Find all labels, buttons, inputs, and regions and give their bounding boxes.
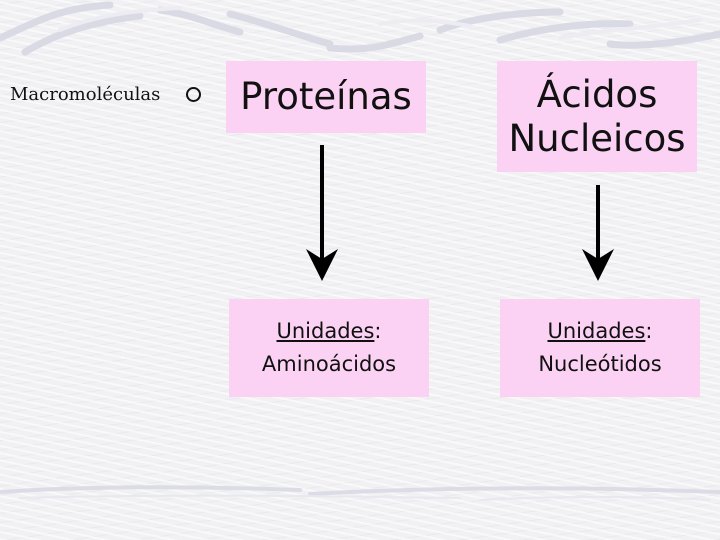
proteins-title-box: Proteínas xyxy=(226,61,426,133)
proteins-units-heading: Unidades: xyxy=(277,315,382,348)
proteins-units-box: Unidades: Aminoácidos xyxy=(229,299,429,397)
nucleic-acids-down-arrow xyxy=(582,185,614,281)
nucleic-acids-units-box: Unidades: Nucleótidos xyxy=(500,299,700,397)
bullet-circle-icon xyxy=(186,87,201,102)
nucleic-acids-units-heading: Unidades: xyxy=(548,315,653,348)
nucleic-acids-units-colon: : xyxy=(645,319,653,344)
macromolecules-label: Macromoléculas xyxy=(10,84,161,105)
nucleic-acids-units-value: Nucleótidos xyxy=(538,352,662,376)
bottom-decorative-swirls xyxy=(0,485,720,501)
proteins-title: Proteínas xyxy=(240,75,412,119)
nucleic-acids-title-line1: Ácidos xyxy=(536,73,658,117)
proteins-down-arrow xyxy=(306,145,338,281)
nucleic-acids-title-box: Ácidos Nucleicos xyxy=(497,61,697,172)
proteins-units-value: Aminoácidos xyxy=(261,352,397,376)
proteins-units-colon: : xyxy=(374,319,382,344)
nucleic-acids-units-title: Unidades xyxy=(547,319,646,344)
top-decorative-swirls xyxy=(0,1,720,56)
proteins-units-title: Unidades xyxy=(276,319,375,344)
nucleic-acids-title-line2: Nucleicos xyxy=(508,116,686,160)
